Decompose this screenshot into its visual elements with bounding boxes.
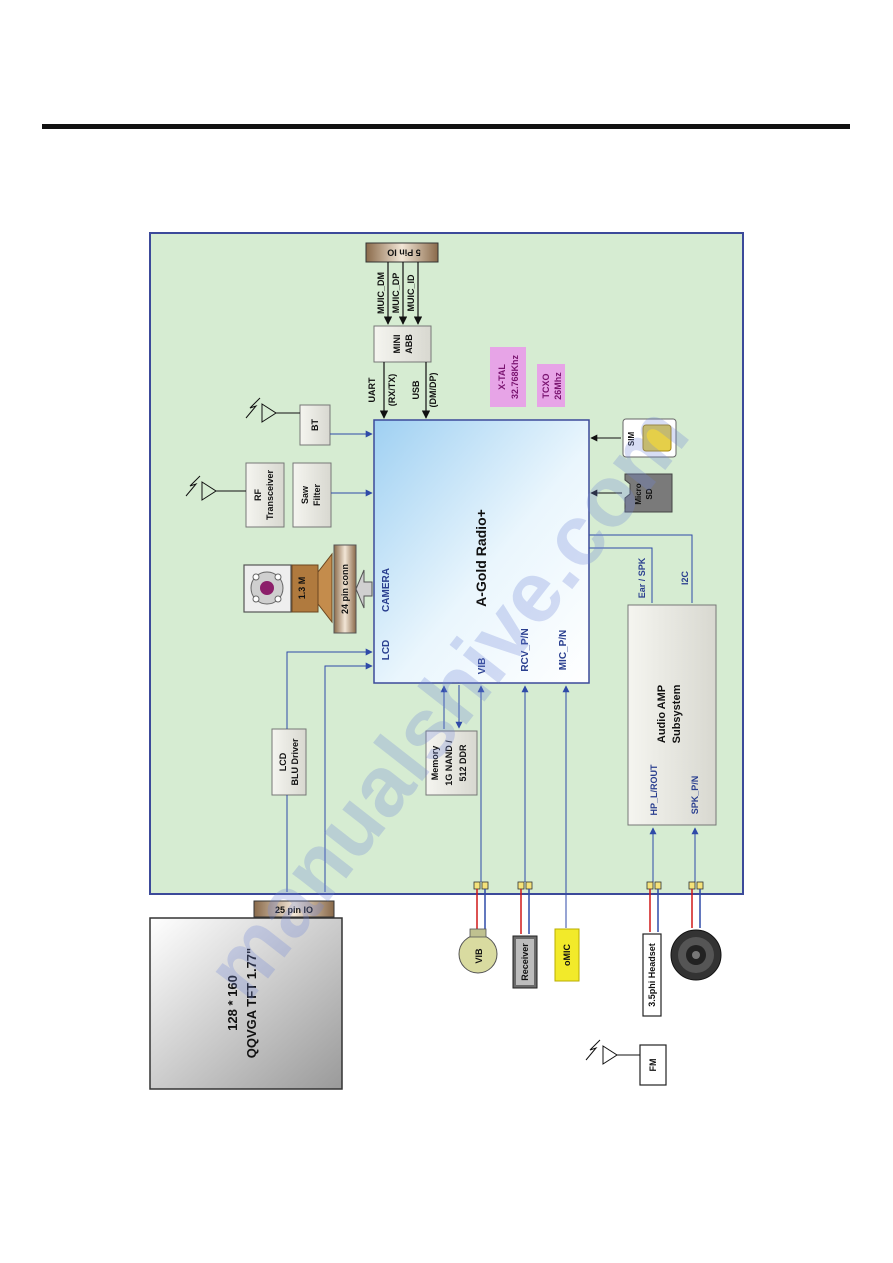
uart-label-2: (RX/TX) <box>387 374 397 407</box>
xtal-label-1: X-TAL <box>497 364 507 390</box>
speaker-icon <box>670 929 722 981</box>
memory <box>425 730 478 796</box>
rf-antenna-icon <box>185 475 246 501</box>
muic-id-label: MUIC_ID <box>406 274 416 312</box>
camera-lens-dot-2 <box>274 573 282 581</box>
tft-display <box>149 917 343 1090</box>
uart-label-1: UART <box>367 377 377 402</box>
tcxo <box>537 364 565 407</box>
headset-label: 3.5phi Headset <box>647 943 657 1007</box>
tcxo-label-1: TCXO <box>541 373 551 398</box>
signal-camera: CAMERA <box>381 568 392 612</box>
lcd-blu-label-2: BLU Driver <box>290 738 300 786</box>
sim-label: SIM <box>627 432 636 447</box>
micro-sd-label-1: Micro <box>634 483 643 504</box>
signal-vib: VIB <box>477 658 488 675</box>
signal-mic: MIC_P/N <box>558 630 569 671</box>
muic-dm-label: MUIC_DM <box>376 272 386 314</box>
i2c-wire <box>589 534 693 603</box>
sim-chip-icon <box>642 424 672 452</box>
display-type: QQVGA TFT 1.77" <box>244 948 259 1058</box>
camera-lens-dot-3 <box>252 595 260 603</box>
signal-rcv: RCV_P/N <box>520 628 531 671</box>
memory-label-3: 512 DDR <box>458 744 468 782</box>
signal-spk-pn: SPK_P/N <box>690 776 700 815</box>
headset-jack <box>642 933 662 1017</box>
mini-abb <box>373 325 432 363</box>
io-25pin-label: 25 pin IO <box>275 905 313 915</box>
mic-label: oMIC <box>562 944 572 966</box>
ear-spk-wire <box>589 547 653 603</box>
signal-i2c: I2C <box>680 571 690 586</box>
audio-amp-label-2: Subsystem <box>671 684 683 743</box>
camera-connector-label: 24 pin conn <box>340 564 350 614</box>
bt-label: BT <box>310 419 320 431</box>
vib-motor-label: VIB <box>474 948 484 964</box>
lcd-blu-link <box>286 648 373 729</box>
display-resolution: 128 * 160 <box>225 975 240 1031</box>
fm-antenna-icon <box>585 1039 640 1065</box>
camera-link-arrow <box>355 569 373 609</box>
memory-label-1: Memory <box>430 746 440 781</box>
micro-sd-label-2: SD <box>645 488 654 499</box>
lcd-blu-label-1: LCD <box>278 752 288 771</box>
camera-resolution-label: 1.3 M <box>297 577 307 600</box>
camera-flex-ribbon <box>317 552 333 624</box>
spk-leads <box>691 889 701 928</box>
muic-dp-label: MUIC_DP <box>391 273 401 314</box>
baseband-chip-label: A-Gold Radio+ <box>473 509 489 607</box>
saw-label-1: Saw <box>300 485 310 504</box>
rf-label-2: Transceiver <box>265 469 275 520</box>
header-rule <box>42 124 850 129</box>
signal-hp-out: HP_L/ROUT <box>649 764 659 816</box>
vib-motor-shaft <box>469 928 487 938</box>
usb-label-2: (DM/DP) <box>428 373 438 408</box>
io-25pin <box>253 900 335 918</box>
bt-module <box>299 404 331 446</box>
vib-leads <box>476 889 486 932</box>
saw-label-2: Filter <box>312 484 322 507</box>
camera-lens-core <box>260 581 274 595</box>
mic <box>554 928 580 982</box>
camera-lens-dot-1 <box>252 573 260 581</box>
baseband-chip <box>373 419 590 684</box>
receiver-label: Receiver <box>520 943 530 981</box>
mini-abb-label-2: ABB <box>404 334 414 354</box>
lcd-data-link <box>324 662 373 892</box>
mini-abb-label-1: MINI <box>392 335 402 354</box>
camera-flex <box>291 564 319 613</box>
usb-label-1: USB <box>411 380 421 400</box>
signal-lcd: LCD <box>381 640 392 661</box>
memory-label-2: 1G NAND / <box>444 740 454 786</box>
saw-filter <box>292 462 332 528</box>
rf-transceiver <box>245 462 285 528</box>
xtal-label-2: 32.768Khz <box>510 354 520 399</box>
rcv-leads <box>520 889 530 934</box>
fm-module <box>639 1044 667 1086</box>
hp-leads <box>649 889 659 932</box>
audio-amp-label-1: Audio AMP <box>656 685 668 743</box>
rf-label-1: RF <box>253 489 263 501</box>
xtal <box>490 347 526 407</box>
signal-ear-spk: Ear / SPK <box>637 557 647 598</box>
camera-lens-dot-4 <box>274 595 282 603</box>
audio-amp <box>627 604 717 826</box>
tcxo-label-2: 26Mhz <box>553 372 563 400</box>
micro-sd-card <box>624 473 673 513</box>
lcd-blu-driver <box>271 728 307 796</box>
five-pin-io-label: 5 Pin IO <box>387 248 421 258</box>
bt-antenna-icon <box>245 397 300 423</box>
fm-label: FM <box>648 1059 658 1072</box>
five-pin-io <box>365 242 439 263</box>
receiver-inner <box>516 939 534 985</box>
